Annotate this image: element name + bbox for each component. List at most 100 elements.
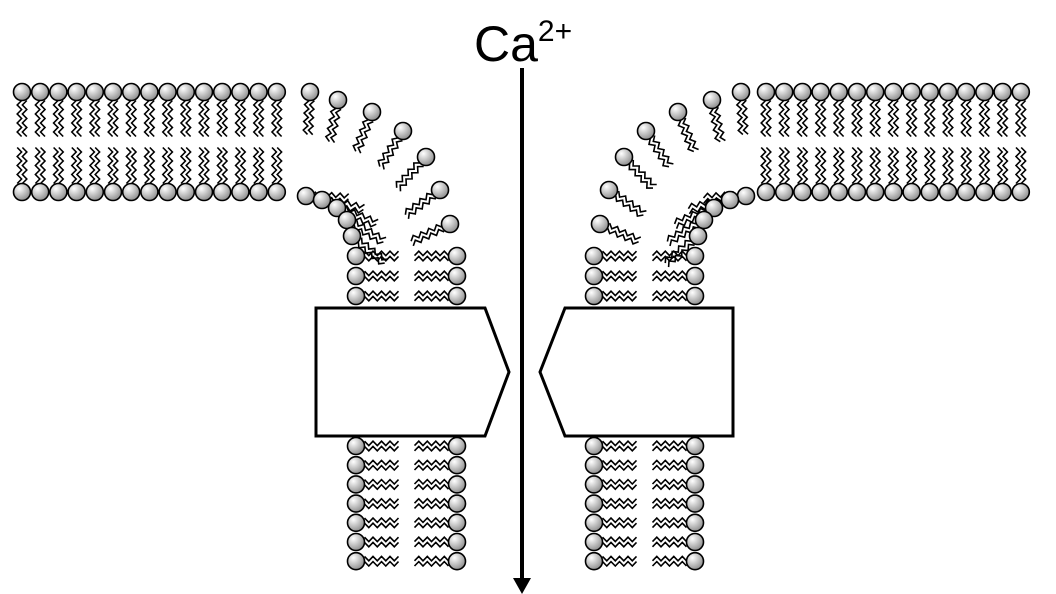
lipid-tail xyxy=(821,148,825,184)
lipid-head xyxy=(344,228,361,245)
lipid-tail xyxy=(603,504,637,508)
lipid-tail xyxy=(766,148,770,184)
lipid-tail xyxy=(72,148,76,184)
lipid-head xyxy=(348,438,365,455)
lipid-molecule xyxy=(704,92,726,142)
lipid-tail xyxy=(365,480,399,484)
lipid-tail xyxy=(365,562,399,566)
lipid-head xyxy=(903,184,920,201)
lipid-tail xyxy=(277,148,281,184)
arrow-down-icon xyxy=(513,578,531,594)
lipid-tail xyxy=(35,148,39,184)
lipid-molecule xyxy=(268,84,285,137)
lipid-molecule xyxy=(733,84,750,135)
lipid-tail xyxy=(653,562,687,566)
lipid-molecule xyxy=(68,84,85,137)
lipid-tail xyxy=(653,504,687,508)
lipid-molecule xyxy=(638,123,674,167)
lipid-head xyxy=(1012,84,1029,101)
lipid-molecule xyxy=(976,148,993,201)
lipid-tail xyxy=(603,441,637,445)
lipid-molecule xyxy=(159,84,176,137)
lipid-head xyxy=(776,84,793,101)
lipid-tail xyxy=(603,523,637,527)
channel-proteins xyxy=(316,308,733,436)
lipid-molecule xyxy=(1012,84,1029,137)
lipid-molecule xyxy=(348,476,399,493)
lipid-head xyxy=(638,123,655,140)
lipid-molecule xyxy=(141,148,158,201)
lipid-head xyxy=(442,216,459,233)
lipid-molecule xyxy=(940,148,957,201)
lipid-head xyxy=(177,184,194,201)
lipid-head xyxy=(794,184,811,201)
lipid-tail xyxy=(415,542,449,546)
lipid-tail xyxy=(985,148,989,184)
lipid-molecule xyxy=(586,248,637,265)
lipid-tail xyxy=(821,101,825,137)
lipid-head xyxy=(159,84,176,101)
lipid-molecule xyxy=(159,148,176,201)
lipid-tail xyxy=(603,556,637,560)
lipid-tail xyxy=(132,101,136,137)
lipid-tail xyxy=(415,256,449,260)
lipid-tail xyxy=(223,101,227,137)
lipid-molecule xyxy=(586,495,637,512)
lipid-tail xyxy=(77,148,81,184)
lipid-molecule xyxy=(794,148,811,201)
lipid-tail xyxy=(961,148,965,184)
lipid-tail xyxy=(72,101,76,137)
lipid-molecule xyxy=(653,457,704,474)
lipid-tail xyxy=(168,148,172,184)
lipid-molecule xyxy=(586,514,637,531)
lipid-molecule xyxy=(123,84,140,137)
lipid-head xyxy=(696,212,713,229)
lipid-tail xyxy=(90,101,94,137)
lipid-tail xyxy=(17,148,21,184)
lipid-molecule xyxy=(849,84,866,137)
lipid-molecule xyxy=(794,84,811,137)
lipid-tail xyxy=(876,101,880,137)
lipid-molecule xyxy=(653,514,704,531)
lipid-tail xyxy=(761,148,765,184)
lipid-head xyxy=(449,268,466,285)
lipid-head xyxy=(123,84,140,101)
right-channel-protein xyxy=(540,308,733,436)
lipid-tail xyxy=(415,271,449,275)
lipid-head xyxy=(348,476,365,493)
lipid-tail xyxy=(415,466,449,470)
lipid-tail xyxy=(365,291,399,295)
lipid-head xyxy=(738,188,755,205)
lipid-tail xyxy=(816,148,820,184)
lipid-molecule xyxy=(177,84,194,137)
lipid-molecule xyxy=(214,148,231,201)
lipid-head xyxy=(867,184,884,201)
lipid-molecule xyxy=(758,148,775,201)
lipid-head xyxy=(159,184,176,201)
lipid-head xyxy=(50,84,67,101)
lipid-tail xyxy=(889,148,893,184)
lipid-tail xyxy=(930,148,934,184)
lipid-tail xyxy=(894,101,898,137)
lipid-head xyxy=(994,184,1011,201)
lipid-tail xyxy=(365,441,399,445)
lipid-head xyxy=(958,84,975,101)
lipid-tail xyxy=(415,485,449,489)
lipid-head xyxy=(687,268,704,285)
lipid-tail xyxy=(95,148,99,184)
lipid-head xyxy=(687,248,704,265)
lipid-tail xyxy=(365,537,399,541)
lipid-molecule xyxy=(653,438,704,455)
lipid-molecule xyxy=(250,148,267,201)
lipid-head xyxy=(141,84,158,101)
lipid-tail xyxy=(259,101,263,137)
lipid-molecule xyxy=(396,149,434,192)
lipid-tail xyxy=(326,108,336,141)
lipid-tail xyxy=(948,148,952,184)
lipid-tail xyxy=(415,291,449,295)
lipid-head xyxy=(449,495,466,512)
lipid-head xyxy=(177,84,194,101)
lipid-tail xyxy=(857,101,861,137)
lipid-molecule xyxy=(105,84,122,137)
lipid-tail xyxy=(912,148,916,184)
